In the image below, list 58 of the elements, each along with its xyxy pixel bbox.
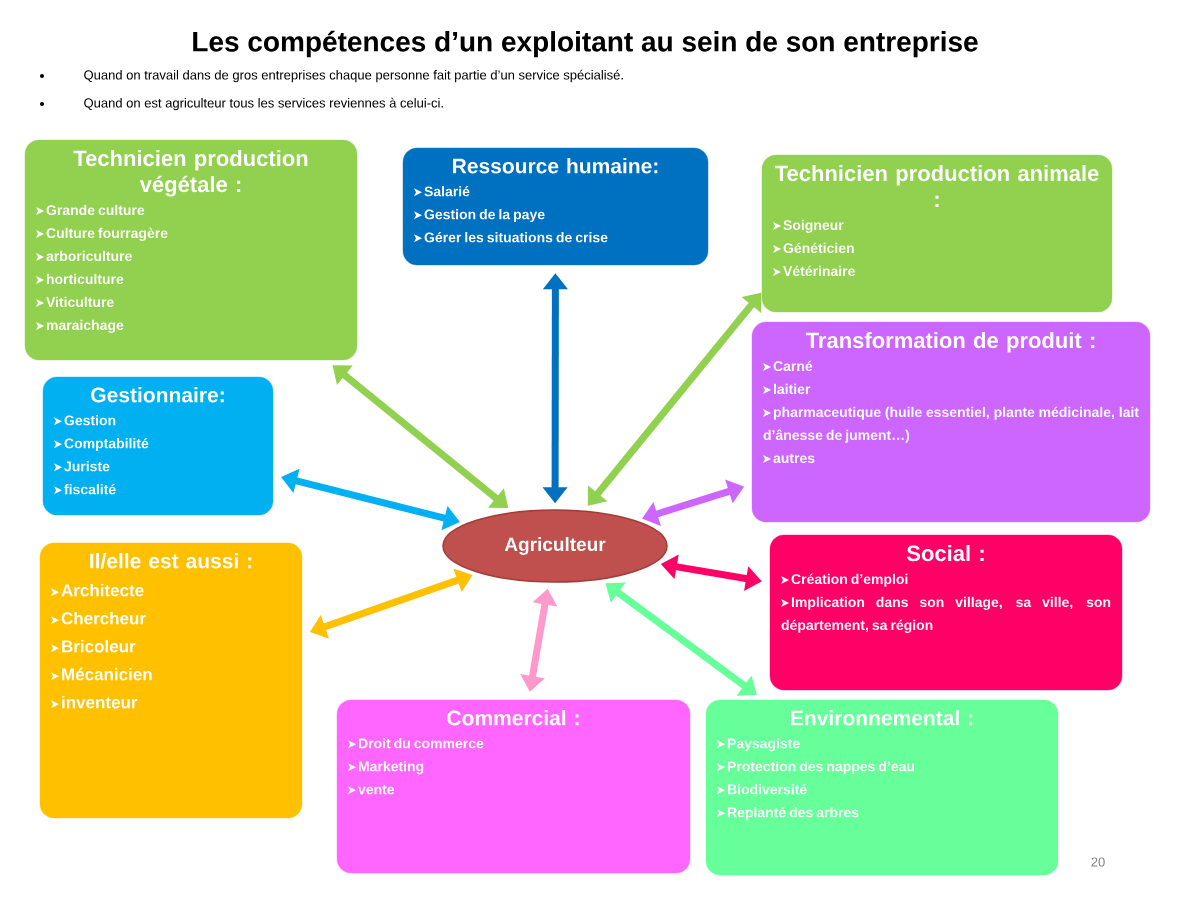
category-box <box>39 542 303 819</box>
box-heading: Il/elle est aussi : <box>90 553 252 569</box>
category-box <box>402 147 709 266</box>
list-item: Architecte <box>51 583 144 597</box>
category-box <box>42 376 274 516</box>
title: Les compétences d’un exploitant au sein de son entreprise <box>193 30 978 58</box>
list-item: Vétérinaire <box>773 265 855 277</box>
list-item: Comptabilité <box>54 437 149 452</box>
box-heading: Technicien production animale : <box>774 165 1099 207</box>
box-heading: Transformation de produit : <box>805 332 1095 353</box>
list-item: Carné <box>763 360 813 372</box>
list-item: pharmaceutique (huile essentiel, plante médicinale, lait d’ânesse de jument…) <box>763 406 1139 443</box>
list-item: Mécanicien <box>51 667 152 681</box>
list-item: maraichage <box>36 319 124 333</box>
list-item: vente <box>348 785 395 795</box>
box-heading: Ressource humaine: <box>453 158 658 174</box>
list-item: Grande culture <box>36 204 145 216</box>
list-item: fiscalité <box>54 483 116 495</box>
list-item: Gestion de la paye <box>414 209 545 223</box>
note: Quand on travail dans de gros entreprises chaque personne fait partie d’un service spécialisé. <box>84 69 623 83</box>
list-item: inventeur <box>51 695 138 709</box>
list-item: autres <box>763 453 815 464</box>
list-item: Paysagiste <box>717 738 800 752</box>
box-heading: Technicien production végétale : <box>73 150 308 197</box>
list-item: Culture fourragère <box>36 227 168 241</box>
category-box <box>751 321 1151 523</box>
category-box <box>336 699 691 874</box>
list-item: Biodiversité <box>717 783 807 795</box>
list-item: arboriculture <box>36 250 132 262</box>
category-box <box>769 534 1123 691</box>
node-label: Agriculteur <box>504 537 606 555</box>
list-item: Chercheur <box>51 611 146 625</box>
list-item: Juriste <box>54 461 110 472</box>
list-item: Bricoleur <box>51 639 136 653</box>
list-item: Gérer les situations de crise <box>414 231 608 243</box>
list-item: Salarié <box>414 185 470 197</box>
list-item: Viticulture <box>36 296 114 308</box>
list-item: Gestion <box>54 415 116 426</box>
list-item: Soigneur <box>773 219 844 233</box>
box-heading: Social : <box>906 545 984 562</box>
list-item: Droit du commerce <box>348 738 484 749</box>
list-item: Protection des nappes d’eau <box>717 761 914 775</box>
list-item: Création d’emploi <box>781 573 908 587</box>
list-item: laitier <box>763 383 811 395</box>
note: Quand on est agriculteur tous les services reviennes à celui-ci. <box>84 97 443 111</box>
box-heading: Commercial : <box>447 710 579 726</box>
center-ellipse <box>442 509 668 583</box>
category-box <box>761 154 1113 313</box>
list-item: Généticien <box>773 242 854 254</box>
list-item: Replanté des arbres <box>717 806 859 821</box>
category-box <box>24 139 358 361</box>
page-number: 20 <box>1091 857 1105 867</box>
box-heading: Environnemental : <box>791 710 973 726</box>
box-heading: Gestionnaire: <box>91 387 224 403</box>
category-box <box>705 699 1059 876</box>
list-item: horticulture <box>36 273 124 285</box>
list-item: Implication dans son village, sa ville, son département, sa région <box>781 596 1111 633</box>
list-item: Marketing <box>348 761 424 775</box>
